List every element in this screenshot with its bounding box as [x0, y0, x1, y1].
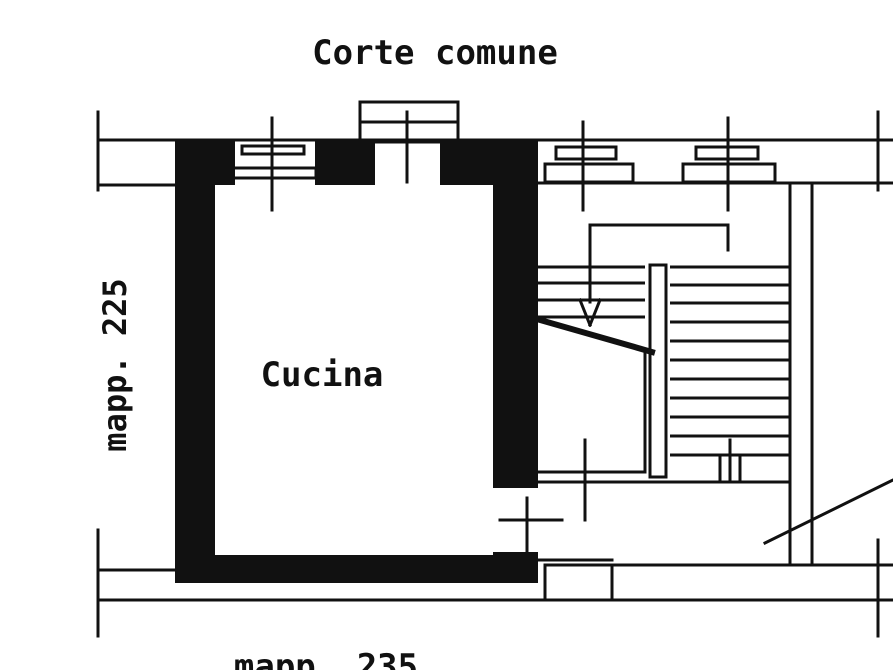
stair-arrow-head-b: [588, 298, 602, 327]
wall-bottom: [175, 555, 538, 583]
stair-cut-line: [536, 316, 656, 356]
cucina-walls: [175, 140, 538, 583]
window-right-1a: [554, 145, 618, 161]
label-corte-comune: Corte comune: [312, 33, 558, 73]
window-left-2: [230, 166, 318, 180]
wall-top-right-pier: [440, 140, 538, 185]
stair-treads: [538, 265, 790, 457]
stair-newel: [648, 263, 668, 479]
window-right-1b: [543, 162, 635, 184]
stair-arrow-head-a: [578, 298, 592, 327]
label-mapp-225: mapp. 225: [96, 278, 134, 451]
leader-line: [762, 478, 893, 546]
wall-bottom-right-jamb: [493, 552, 538, 583]
wall-left: [175, 140, 215, 583]
wall-top-left-pier: [175, 140, 235, 185]
wall-top-mid-pier: [315, 140, 375, 185]
wall-right: [493, 140, 538, 488]
label-cucina: Cucina: [261, 355, 384, 395]
label-mapp-235: mapp. 235: [234, 647, 418, 670]
window-bay-central: [358, 100, 460, 144]
